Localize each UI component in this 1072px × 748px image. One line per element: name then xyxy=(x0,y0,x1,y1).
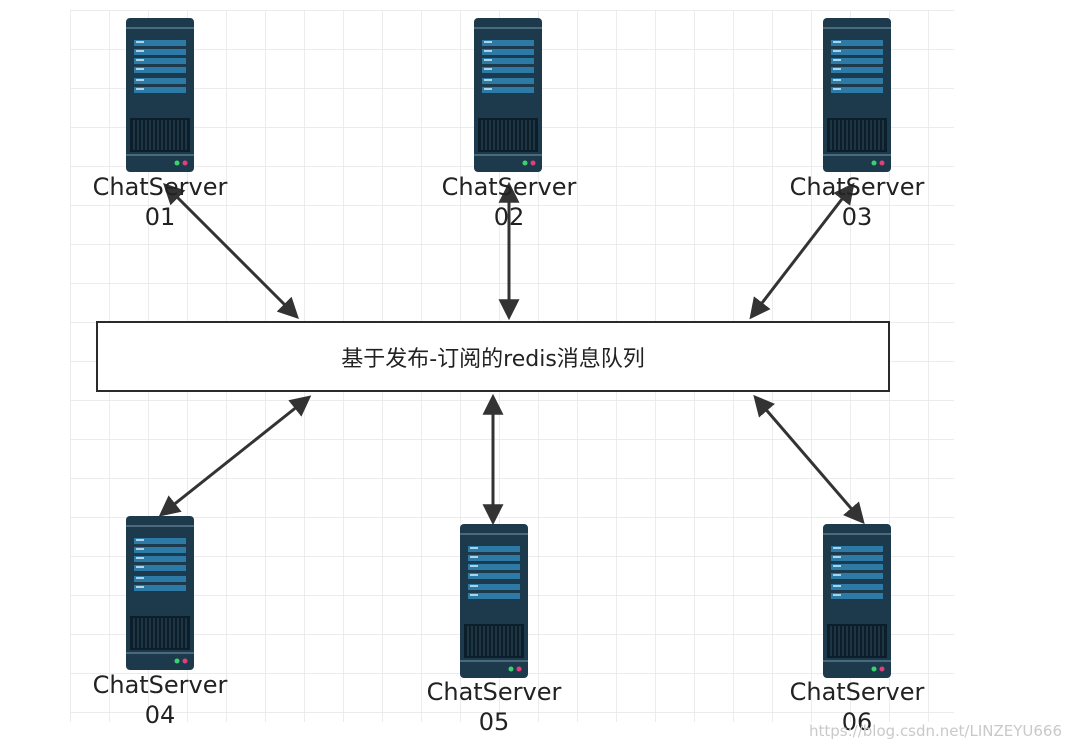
server-icon-06[interactable] xyxy=(822,523,892,679)
server-label-05: ChatServer 05 xyxy=(426,678,562,736)
server-icon-03[interactable] xyxy=(822,17,892,173)
server-label-04: ChatServer 04 xyxy=(92,671,228,729)
server-label-06: ChatServer 06 xyxy=(789,678,925,736)
server-icon-02[interactable] xyxy=(473,17,543,173)
arrow-01-queue xyxy=(163,183,299,319)
arrow-queue-06 xyxy=(753,394,865,525)
watermark: https://blog.csdn.net/LINZEYU666 xyxy=(809,722,1062,740)
server-icon-01[interactable] xyxy=(125,17,195,173)
redis-message-queue-box[interactable]: 基于发布-订阅的redis消息队列 xyxy=(96,321,890,392)
server-label-01: ChatServer 01 xyxy=(92,173,228,231)
arrow-03-queue xyxy=(749,182,855,320)
server-icon-05[interactable] xyxy=(459,523,529,679)
server-label-03: ChatServer 03 xyxy=(789,173,925,231)
server-label-02: ChatServer 02 xyxy=(441,173,577,231)
queue-label: 基于发布-订阅的redis消息队列 xyxy=(341,346,645,372)
server-icon-04[interactable] xyxy=(125,515,195,671)
arrow-queue-04 xyxy=(158,395,312,517)
